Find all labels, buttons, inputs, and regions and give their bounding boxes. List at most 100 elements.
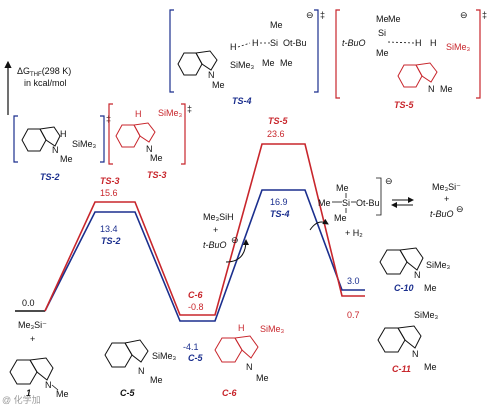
reagent-plus: + bbox=[213, 225, 218, 235]
c5-n: N bbox=[138, 366, 145, 376]
level-c5-name: C-5 bbox=[188, 353, 203, 363]
right-tbuo: t-BuO bbox=[430, 209, 454, 219]
ts4-label: TS-4 bbox=[232, 96, 252, 106]
ts4-sime3: SiMe₃ bbox=[230, 60, 255, 70]
right-species: Me₃Si⁻ bbox=[432, 182, 461, 192]
start-species: Me₃Si⁻ + N Me 1 bbox=[9, 320, 69, 399]
level-ts4-name: TS-4 bbox=[270, 209, 290, 219]
ts4-me-a: Me bbox=[270, 20, 283, 30]
ts4-h: H bbox=[230, 42, 237, 52]
ts3-label: TS-3 bbox=[147, 170, 167, 180]
c10-me: Me bbox=[424, 283, 437, 293]
ts4-me: Me bbox=[212, 80, 225, 90]
c5-label: C-5 bbox=[120, 388, 135, 398]
level-ts2-name: TS-2 bbox=[101, 236, 121, 246]
ts5-h2: H bbox=[430, 38, 437, 48]
blue-pathway bbox=[44, 189, 365, 322]
ts4-si: Si bbox=[270, 38, 278, 48]
silicate-si: Si bbox=[342, 198, 350, 208]
ts4-charge: ⊖ bbox=[306, 10, 314, 20]
c6-me: Me bbox=[256, 373, 269, 383]
ts3-sime3: SiMe₃ bbox=[158, 108, 183, 118]
ts4-h2: H bbox=[252, 38, 259, 48]
ts2-n: N bbox=[52, 145, 59, 155]
right-tbuo-charge: ⊖ bbox=[456, 204, 464, 214]
start-me3si: Me₃Si⁻ bbox=[18, 320, 47, 330]
level-c11-value: 0.7 bbox=[347, 310, 360, 320]
level-c5-value: -4.1 bbox=[183, 342, 199, 352]
reagent-tbuo: t-BuO bbox=[203, 240, 227, 250]
start-compound: 1 bbox=[26, 388, 31, 398]
level-start-value: 0.0 bbox=[22, 298, 35, 308]
structure-c6: N Me SiMe₃ H C-6 bbox=[214, 323, 285, 398]
structure-ts2: ‡ N Me H SiMe₃ TS-2 bbox=[13, 114, 111, 182]
ts3-me: Me bbox=[150, 153, 163, 163]
red-pathway bbox=[44, 143, 365, 316]
silicate-otbu: Ot-Bu bbox=[356, 198, 380, 208]
level-ts5-name: TS-5 bbox=[268, 116, 288, 126]
product-silicate: Me Me Si Ot-Bu Me ⊖ + H₂ Me₃Si⁻ + t-BuO … bbox=[309, 176, 464, 238]
c6-n: N bbox=[246, 362, 253, 372]
ts2-h: H bbox=[60, 129, 67, 139]
ts4-me-c: Me bbox=[280, 58, 293, 68]
c10-sime3: SiMe₃ bbox=[426, 260, 451, 270]
c11-label: C-11 bbox=[392, 364, 411, 374]
y-axis: ΔGTHF(298 K) in kcal/mol bbox=[4, 60, 71, 115]
ts5-h1: H bbox=[415, 38, 422, 48]
c10-n: N bbox=[414, 270, 421, 280]
product-h2: + H₂ bbox=[345, 228, 363, 238]
axis-label: ΔGTHF(298 K) bbox=[17, 66, 71, 78]
ts4-n: N bbox=[208, 70, 215, 80]
c5-sime3: SiMe₃ bbox=[152, 351, 177, 361]
level-ts4-value: 16.9 bbox=[270, 197, 288, 207]
level-ts2-value: 13.4 bbox=[100, 224, 118, 234]
ts4-dagger: ‡ bbox=[320, 10, 325, 20]
level-c10-value: 3.0 bbox=[347, 276, 360, 286]
ts4-me-b: Me bbox=[262, 58, 275, 68]
ts5-charge: ⊖ bbox=[460, 10, 468, 20]
c5-me: Me bbox=[150, 375, 163, 385]
c11-me: Me bbox=[424, 362, 437, 372]
ts5-si: Si bbox=[378, 28, 386, 38]
start-n: N bbox=[45, 380, 52, 390]
structure-ts3: ‡ N Me H SiMe₃ TS-3 bbox=[108, 103, 192, 180]
ts5-sime3: SiMe₃ bbox=[446, 42, 471, 52]
level-start: 0.0 bbox=[15, 298, 45, 312]
c6-h: H bbox=[238, 323, 245, 333]
ts5-me-c: Me bbox=[376, 48, 389, 58]
structure-c10: N SiMe₃ C-10 Me bbox=[379, 247, 451, 293]
start-me: Me bbox=[56, 389, 69, 399]
ts5-tbuo: t-BuO bbox=[342, 38, 366, 48]
level-ts5-value: 23.6 bbox=[267, 129, 285, 139]
level-ts3-value: 15.6 bbox=[100, 188, 118, 198]
c6-sime3: SiMe₃ bbox=[260, 324, 285, 334]
ts5-label: TS-5 bbox=[394, 100, 414, 110]
start-plus: + bbox=[30, 334, 35, 344]
c6-label: C-6 bbox=[222, 388, 237, 398]
reagent-me3sih: Me₃SiH bbox=[203, 212, 234, 222]
ts2-me: Me bbox=[60, 154, 73, 164]
reagent-block: Me₃SiH + t-BuO ⊖ bbox=[203, 212, 249, 263]
silicate-me3: Me bbox=[334, 213, 347, 223]
ts2-sime3: SiMe₃ bbox=[72, 139, 97, 149]
c10-label: C-10 bbox=[394, 283, 414, 293]
silicate-charge: ⊖ bbox=[385, 176, 393, 186]
ts4-otbu: Ot-Bu bbox=[283, 38, 307, 48]
ts3-dagger: ‡ bbox=[187, 104, 192, 114]
axis-unit-label: in kcal/mol bbox=[24, 78, 67, 88]
ts5-me-b: Me bbox=[388, 14, 401, 24]
structure-c5: N Me SiMe₃ C-5 bbox=[104, 339, 177, 398]
c11-n: N bbox=[412, 349, 419, 359]
level-ts3-name: TS-3 bbox=[100, 176, 120, 186]
structure-ts5: ‡ ⊖ Me Me Si Me t-BuO H H SiMe₃ N Me TS-… bbox=[335, 9, 487, 110]
ts5-n: N bbox=[428, 84, 435, 94]
structure-c11: N SiMe₃ C-11 Me bbox=[377, 310, 439, 374]
silicate-me2: Me bbox=[318, 198, 331, 208]
ts5-me-a: Me bbox=[376, 14, 389, 24]
c11-sime3: SiMe₃ bbox=[414, 310, 439, 320]
right-plus: + bbox=[444, 194, 449, 204]
structure-ts4: ‡ ⊖ N Me SiMe₃ H H Si Ot-Bu Me Me Me TS-… bbox=[169, 9, 325, 106]
level-c6-name: C-6 bbox=[188, 290, 203, 300]
watermark: @ 化学加 bbox=[2, 394, 41, 405]
ts5-dagger: ‡ bbox=[482, 10, 487, 20]
